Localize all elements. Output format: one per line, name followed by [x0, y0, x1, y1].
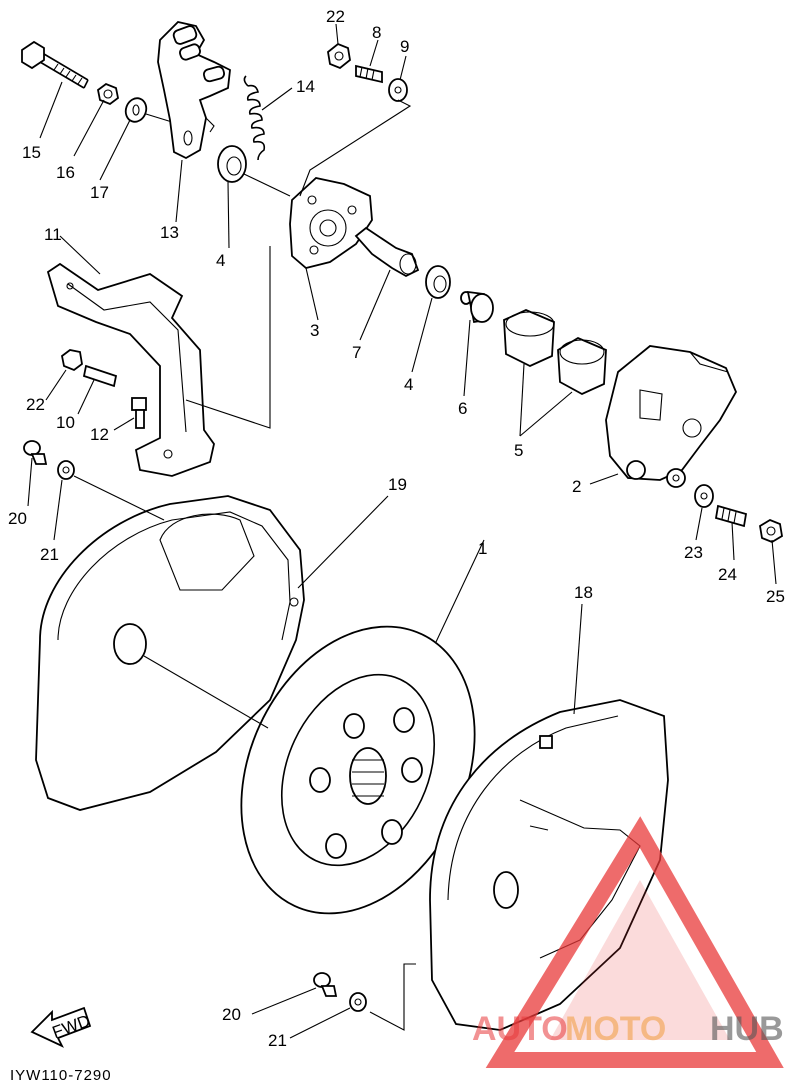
bolt-12 [131, 397, 147, 429]
label-part-6: 6 [458, 399, 467, 418]
washer-21-lower [349, 992, 367, 1012]
nut-22-top [327, 42, 351, 70]
seal-4-upper [217, 145, 291, 197]
label-part-24: 24 [718, 565, 737, 584]
label-part-17: 17 [90, 183, 109, 202]
label-part-18: 18 [574, 583, 593, 602]
label-part-20b: 20 [222, 1005, 241, 1024]
washer-9 [388, 78, 408, 102]
bracket-11 [46, 262, 215, 477]
label-part-3: 3 [310, 321, 319, 340]
label-part-11: 11 [44, 225, 62, 244]
screw-7 [354, 226, 420, 278]
fwd-direction-arrow: FWD [30, 1006, 93, 1048]
bracket-3 [289, 177, 373, 269]
label-part-21b: 21 [268, 1031, 287, 1050]
washer-23 [694, 484, 714, 508]
nut-16 [97, 82, 119, 106]
label-part-23: 23 [684, 543, 703, 562]
label-part-25: 25 [766, 587, 785, 606]
bolt-20-lower [313, 972, 338, 997]
bolt-15 [21, 40, 89, 89]
piston-5 [503, 309, 607, 396]
pin-6 [460, 290, 494, 324]
nut-25 [759, 518, 783, 544]
label-part-13: 13 [160, 223, 179, 242]
leader-lines [27, 23, 777, 1039]
stud-24 [714, 504, 748, 528]
label-part-10: 10 [56, 413, 75, 432]
nut-22-left [61, 349, 83, 372]
seal-4-lower [425, 265, 451, 299]
label-part-4b: 4 [404, 375, 413, 394]
label-part-12: 12 [90, 425, 109, 444]
fwd-label: FWD [50, 1011, 93, 1042]
washer-17 [124, 97, 173, 123]
spring-14 [243, 75, 266, 161]
label-part-4a: 4 [216, 251, 225, 270]
label-part-14: 14 [296, 77, 315, 96]
watermark-text-hub: HUB [710, 1010, 784, 1048]
label-part-22a: 22 [326, 7, 345, 26]
watermark-logo: AUTO MOTO HUB [472, 816, 784, 1068]
cover-19 [35, 495, 305, 811]
watermark-text-auto: AUTO [472, 1010, 568, 1048]
watermark-triangle [485, 816, 784, 1068]
watermark-text-moto: MOTO [565, 1010, 666, 1048]
label-part-20a: 20 [8, 509, 27, 528]
bolt-10 [82, 364, 118, 388]
part-labels: 1 2 3 4 4 5 6 7 8 9 10 11 12 13 14 15 16… [8, 7, 785, 1050]
label-part-5: 5 [514, 441, 523, 460]
label-part-8: 8 [372, 23, 381, 42]
lever-13 [157, 21, 231, 160]
disc-1 [240, 625, 476, 915]
label-part-1: 1 [478, 539, 487, 558]
label-part-21a: 21 [40, 545, 59, 564]
label-part-22b: 22 [26, 395, 45, 414]
label-part-15: 15 [22, 143, 41, 162]
diagram-reference-code: IYW110-7290 [10, 1067, 112, 1084]
label-part-9: 9 [400, 37, 409, 56]
assembly-lines [73, 99, 416, 1031]
label-part-2: 2 [572, 477, 581, 496]
caliper-2 [605, 345, 738, 488]
stud-8 [355, 64, 383, 84]
label-part-19: 19 [388, 475, 407, 494]
washer-21-upper [57, 460, 75, 480]
bolt-20-upper [23, 440, 48, 465]
label-part-16: 16 [56, 163, 75, 182]
label-part-7: 7 [352, 343, 361, 362]
